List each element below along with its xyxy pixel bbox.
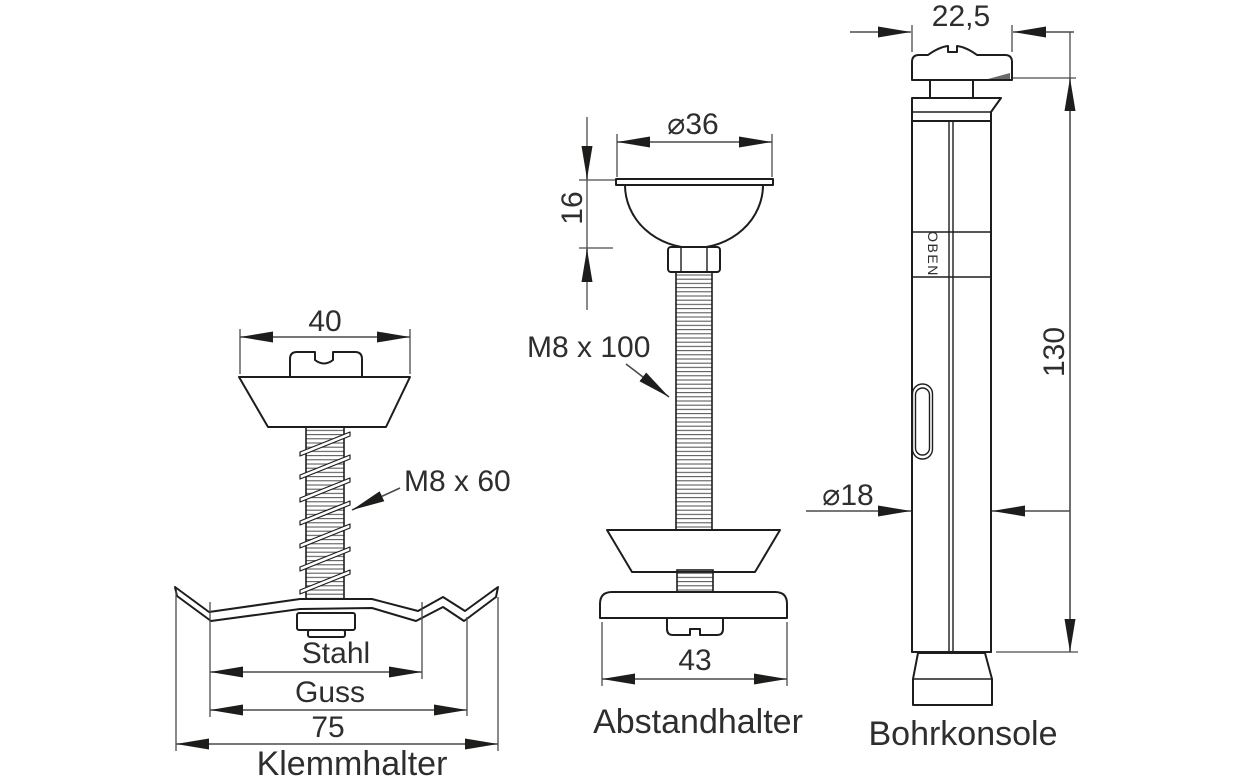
abstandhalter-view: ⌀36 16 M8 x 100 43 Abstandhalter xyxy=(527,108,803,741)
oblong-slot-outer xyxy=(911,383,934,460)
dimension-text-cast: Guss xyxy=(295,676,365,709)
leader-arrow xyxy=(351,487,401,511)
screw-head xyxy=(289,351,363,379)
dimension-text-steel: Stahl xyxy=(302,637,370,670)
component-label-bohrkonsole: Bohrkonsole xyxy=(868,715,1057,753)
cone-washer xyxy=(238,376,411,428)
dimension-text-cap-diameter: ⌀36 xyxy=(667,108,718,141)
clamp-nut-cap xyxy=(307,629,346,638)
dimension-text-head-width: 22,5 xyxy=(932,0,990,33)
threaded-rod xyxy=(675,269,713,534)
base-slot-nut xyxy=(666,617,724,636)
thread-callout: M8 x 60 xyxy=(404,465,511,498)
head-notch xyxy=(988,73,1010,79)
dimension-text-total-width: 75 xyxy=(311,711,344,744)
dimension-text-diameter: ⌀18 xyxy=(822,479,873,512)
marking-oben: OBEN xyxy=(925,231,941,277)
anchor-screw-head xyxy=(911,45,1013,81)
dimension-text-head-width: 40 xyxy=(308,305,341,338)
klemmhalter-view: 40 M8 x 60 Stahl Guss xyxy=(174,305,511,782)
dimension-text-base-width: 43 xyxy=(678,644,711,677)
flange xyxy=(911,97,1002,122)
component-label-klemmhalter: Klemmhalter xyxy=(257,745,448,782)
component-label-abstandhalter: Abstandhalter xyxy=(593,703,803,741)
dimension-text-cap-height: 16 xyxy=(556,191,589,224)
clamp-plate xyxy=(174,586,499,622)
leader-arrow xyxy=(625,363,670,398)
threaded-stub xyxy=(676,569,714,595)
bohrkonsole-view: 22,5 130 ⌀18 OBEN Bohr xyxy=(806,0,1078,753)
thread-callout: M8 x 100 xyxy=(527,331,650,364)
base-block xyxy=(599,591,788,619)
lower-cone xyxy=(606,529,781,573)
hex-nut xyxy=(667,246,721,273)
clamp-nut xyxy=(296,612,356,631)
dimension-text-length: 130 xyxy=(1038,327,1071,377)
oblong-slot-inner xyxy=(914,387,931,456)
dome-cap xyxy=(624,184,764,249)
spring-coils xyxy=(299,431,351,595)
cap-disc xyxy=(615,178,774,186)
